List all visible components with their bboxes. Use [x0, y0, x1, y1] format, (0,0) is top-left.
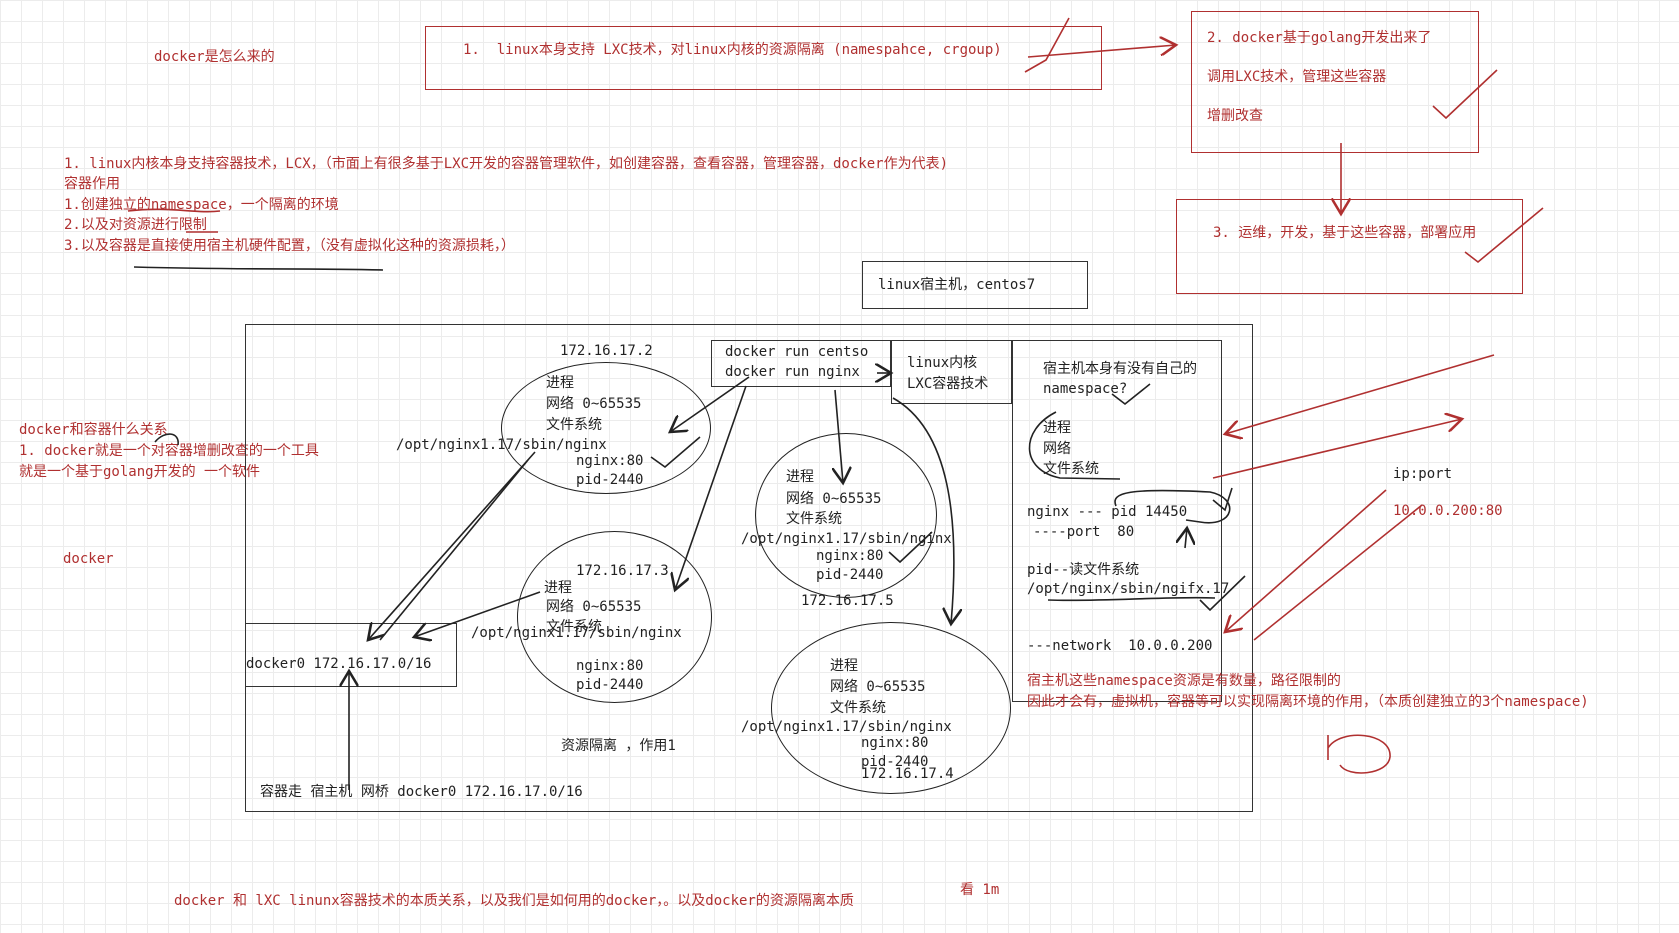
c3-proc: 进程: [786, 469, 814, 485]
docker0-box: docker0 172.16.17.0/16: [245, 623, 457, 687]
cmd-run-centos: docker run centso: [725, 344, 869, 360]
hostns-pidfs: pid--读文件系统: [1027, 562, 1140, 578]
container-4: [771, 622, 1011, 794]
c4-fs: 文件系统: [830, 700, 886, 716]
c4-net: 网络 0~65535: [830, 679, 926, 695]
hostns-q1: 宿主机本身有没有自己的: [1043, 361, 1197, 377]
page-title: docker是怎么来的: [154, 49, 275, 65]
c1-port: nginx:80: [576, 453, 644, 469]
command-box: docker run centso docker run nginx: [711, 340, 891, 387]
relation-line2: 1. docker就是一个对容器增删改查的一个工具: [19, 443, 319, 459]
hostns-network: ---network 10.0.0.200: [1027, 638, 1213, 654]
kernel-box: linux内核 LXC容器技术: [891, 340, 1012, 404]
c2-proc: 进程: [544, 580, 572, 596]
c4-proc: 进程: [830, 658, 858, 674]
c1-proc: 进程: [546, 375, 574, 391]
note-line5: 3.以及容器是直接使用宿主机硬件配置，（没有虚拟化这种的资源损耗，）: [64, 238, 515, 254]
c1-net: 网络 0~65535: [546, 396, 642, 412]
c2-port: nginx:80: [576, 658, 644, 674]
bridge-footer: 容器走 宿主机 网桥 docker0 172.16.17.0/16: [260, 784, 583, 800]
c2-path: /opt/nginx1.17/sbin/nginx: [471, 625, 682, 641]
note-line4: 2.以及对资源进行限制: [64, 217, 207, 233]
step3-text: 3. 运维，开发，基于这些容器，部署应用: [1213, 225, 1477, 241]
c1-ip: 172.16.17.2: [560, 343, 653, 359]
step2-line2: 调用LXC技术，管理这些容器: [1207, 69, 1387, 85]
cmd-run-nginx: docker run nginx: [725, 364, 860, 380]
c3-net: 网络 0~65535: [786, 491, 882, 507]
note-line1: 1. linux内核本身支持容器技术，LCX，（市面上有很多基于LXC开发的容器…: [64, 156, 948, 172]
step1-text: 1. linux本身支持 LXC技术，对linux内核的资源隔离 (namesp…: [463, 42, 1002, 58]
docker0-label: docker0 172.16.17.0/16: [246, 656, 432, 672]
docker-label: docker: [63, 551, 114, 567]
hostns-nginx: nginx --- pid 14450: [1027, 504, 1188, 520]
c4-ip: 172.16.17.4: [861, 766, 954, 782]
c2-pid: pid-2440: [576, 677, 644, 693]
ipport-label: ip:port: [1393, 466, 1453, 482]
c4-port: nginx:80: [861, 735, 929, 751]
arrow-line: [1253, 504, 1423, 641]
c2-ip: 172.16.17.3: [576, 563, 669, 579]
hostns-q2: namespace?: [1043, 381, 1128, 397]
relation-line1: docker和容器什么关系: [19, 422, 168, 438]
c3-ip: 172.16.17.5: [801, 593, 894, 609]
host-label: linux宿主机，centos7: [878, 277, 1036, 293]
summary-text: docker 和 lXC linunx容器技术的本质关系，以及我们是如何用的do…: [174, 893, 854, 909]
hostns-net: 网络: [1043, 441, 1071, 457]
step2-line3: 增删改查: [1207, 108, 1263, 124]
c2-fs: 文件系统: [546, 619, 602, 635]
ipport-addr: 10.0.0.200:80: [1393, 503, 1503, 519]
c1-pid: pid-2440: [576, 472, 644, 488]
c3-pid: pid-2440: [816, 567, 884, 583]
c4-pid: pid-2440: [861, 754, 929, 770]
kernel-line2: LXC容器技术: [907, 376, 989, 392]
limit-line2: 因此才会有，虚拟机，容器等可以实现隔离环境的作用，（本质创建独立的3个names…: [1027, 694, 1589, 710]
hostns-port: ----port 80: [1033, 524, 1135, 540]
step2-line1: 2. docker基于golang开发出来了: [1207, 30, 1432, 46]
host-label-box: linux宿主机，centos7: [862, 261, 1088, 309]
c4-path: /opt/nginx1.17/sbin/nginx: [741, 719, 952, 735]
c2-net: 网络 0~65535: [546, 599, 642, 615]
limit-line1: 宿主机这些namespace资源是有数量，路径限制的: [1027, 673, 1341, 689]
c3-fs: 文件系统: [786, 511, 842, 527]
watch-note: 看 1m: [960, 882, 1000, 898]
kernel-line1: linux内核: [907, 355, 978, 371]
hostns-proc: 进程: [1043, 420, 1071, 436]
note-line3: 1.创建独立的namespace，一个隔离的环境: [64, 197, 339, 213]
hostns-fs: 文件系统: [1043, 461, 1099, 477]
step3-box: 3. 运维，开发，基于这些容器，部署应用: [1176, 199, 1523, 294]
c3-port: nginx:80: [816, 548, 884, 564]
c1-fs: 文件系统: [546, 417, 602, 433]
arrow-to-host: [1225, 354, 1495, 434]
host-namespace-panel: 宿主机本身有没有自己的 namespace? 进程 网络 文件系统 nginx …: [1012, 340, 1229, 702]
step2-box: 2. docker基于golang开发出来了 调用LXC技术，管理这些容器 增删…: [1191, 11, 1479, 153]
note-line2: 容器作用: [64, 176, 120, 192]
scribble-icon: [1327, 734, 1391, 774]
c1-path: /opt/nginx1.17/sbin/nginx: [396, 437, 607, 453]
underline: [133, 266, 384, 271]
isolation-label: 资源隔离 ，作用1: [561, 738, 676, 754]
step1-box: 1. linux本身支持 LXC技术，对linux内核的资源隔离 (namesp…: [425, 26, 1102, 90]
relation-line3: 就是一个基于golang开发的 一个软件: [19, 464, 261, 480]
hostns-path: /opt/nginx/sbin/ngifx.17: [1027, 581, 1230, 597]
